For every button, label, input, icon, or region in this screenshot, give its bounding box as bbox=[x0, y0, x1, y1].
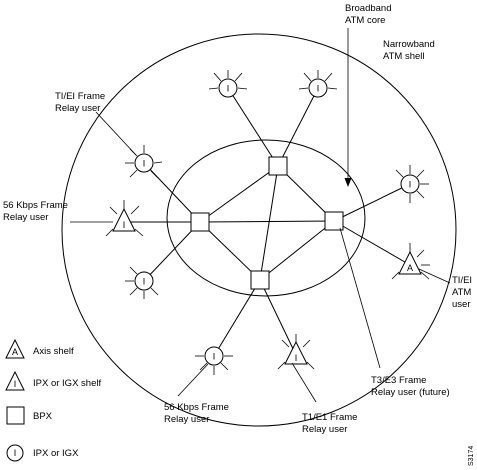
broadband-core-label: Broadband ATM core bbox=[345, 3, 394, 26]
t1e1-frame-relay-label: T1/E1 Frame Relay user bbox=[302, 412, 360, 435]
shelf-letter: A bbox=[407, 263, 413, 273]
shelf-letter: I bbox=[123, 220, 126, 230]
leader-lines bbox=[70, 28, 451, 403]
igx-node bbox=[134, 153, 154, 173]
igx-node-letter: I bbox=[213, 352, 216, 362]
bpx-switches bbox=[190, 156, 344, 290]
tiei-frame-relay-label: TI/EI Frame Relay user bbox=[55, 91, 108, 114]
figure-code: S3174 bbox=[468, 446, 475, 466]
broadband-core-arrowhead bbox=[344, 178, 352, 187]
56kbps-frame-relay-left-label: 56 Kbps Frame Relay user bbox=[3, 200, 71, 223]
igx-node bbox=[204, 346, 224, 366]
igx-node bbox=[308, 78, 328, 98]
igx-node-letter: I bbox=[409, 180, 412, 190]
axis-shelf-triangle bbox=[398, 250, 422, 275]
shelf-letter: I bbox=[295, 353, 298, 363]
bpx-switch-bottom bbox=[250, 270, 270, 290]
t3e3-frame-relay-label: T3/E3 Frame Relay user (future) bbox=[371, 375, 450, 398]
igx-node-letter: I bbox=[317, 84, 320, 94]
bpx-switch-right bbox=[324, 211, 344, 231]
56kbps-frame-relay-bottom-label: 56 Kbps Frame Relay user bbox=[164, 402, 232, 425]
legend-ipx-igx-shelf-triangle bbox=[5, 370, 25, 391]
igx-node-letter: I bbox=[227, 84, 230, 94]
igx-node bbox=[134, 271, 154, 291]
igx-node bbox=[400, 174, 420, 194]
igx-node-letter: I bbox=[143, 277, 146, 287]
shelf-spokes bbox=[105, 70, 430, 375]
ipx-igx-shelf-triangle bbox=[112, 207, 136, 232]
igx-node-letter: I bbox=[143, 159, 146, 169]
ipx-igx-shelf-triangle bbox=[284, 340, 308, 365]
access-links bbox=[124, 87, 411, 357]
legend-ipx-igx-label: IPX or IGX bbox=[33, 448, 79, 459]
legend-bpx-square bbox=[6, 406, 25, 425]
legend-axis-label: Axis shelf bbox=[33, 346, 74, 357]
igx-node bbox=[218, 78, 238, 98]
legend-ipx-igx-shelf-label: IPX or IGX shelf bbox=[33, 378, 101, 389]
core-links bbox=[199, 165, 335, 281]
legend-axis-letter: A bbox=[12, 347, 18, 357]
legend-axis-triangle bbox=[5, 338, 25, 359]
shelf-triangles: I A I bbox=[112, 207, 422, 365]
igx-nodes: I I I I I I bbox=[134, 78, 420, 366]
bpx-switch-top bbox=[268, 156, 288, 176]
legend-ipx-igx-shelf-letter: I bbox=[14, 379, 17, 389]
legend-ipx-igx-circle bbox=[6, 444, 24, 462]
bpx-switch-left bbox=[190, 212, 210, 232]
narrowband-shell-label: Narrowband ATM shell bbox=[383, 39, 437, 62]
legend-ipx-igx-letter: I bbox=[14, 448, 17, 458]
broadband-core-ellipse bbox=[166, 139, 366, 297]
narrowband-shell-ellipse bbox=[61, 33, 457, 427]
legend: A Axis shelf I IPX or IGX shelf BPX I IP… bbox=[5, 338, 101, 462]
legend-bpx-label: BPX bbox=[33, 411, 53, 422]
tiei-atm-label: TI/EI ATM user bbox=[452, 275, 475, 310]
